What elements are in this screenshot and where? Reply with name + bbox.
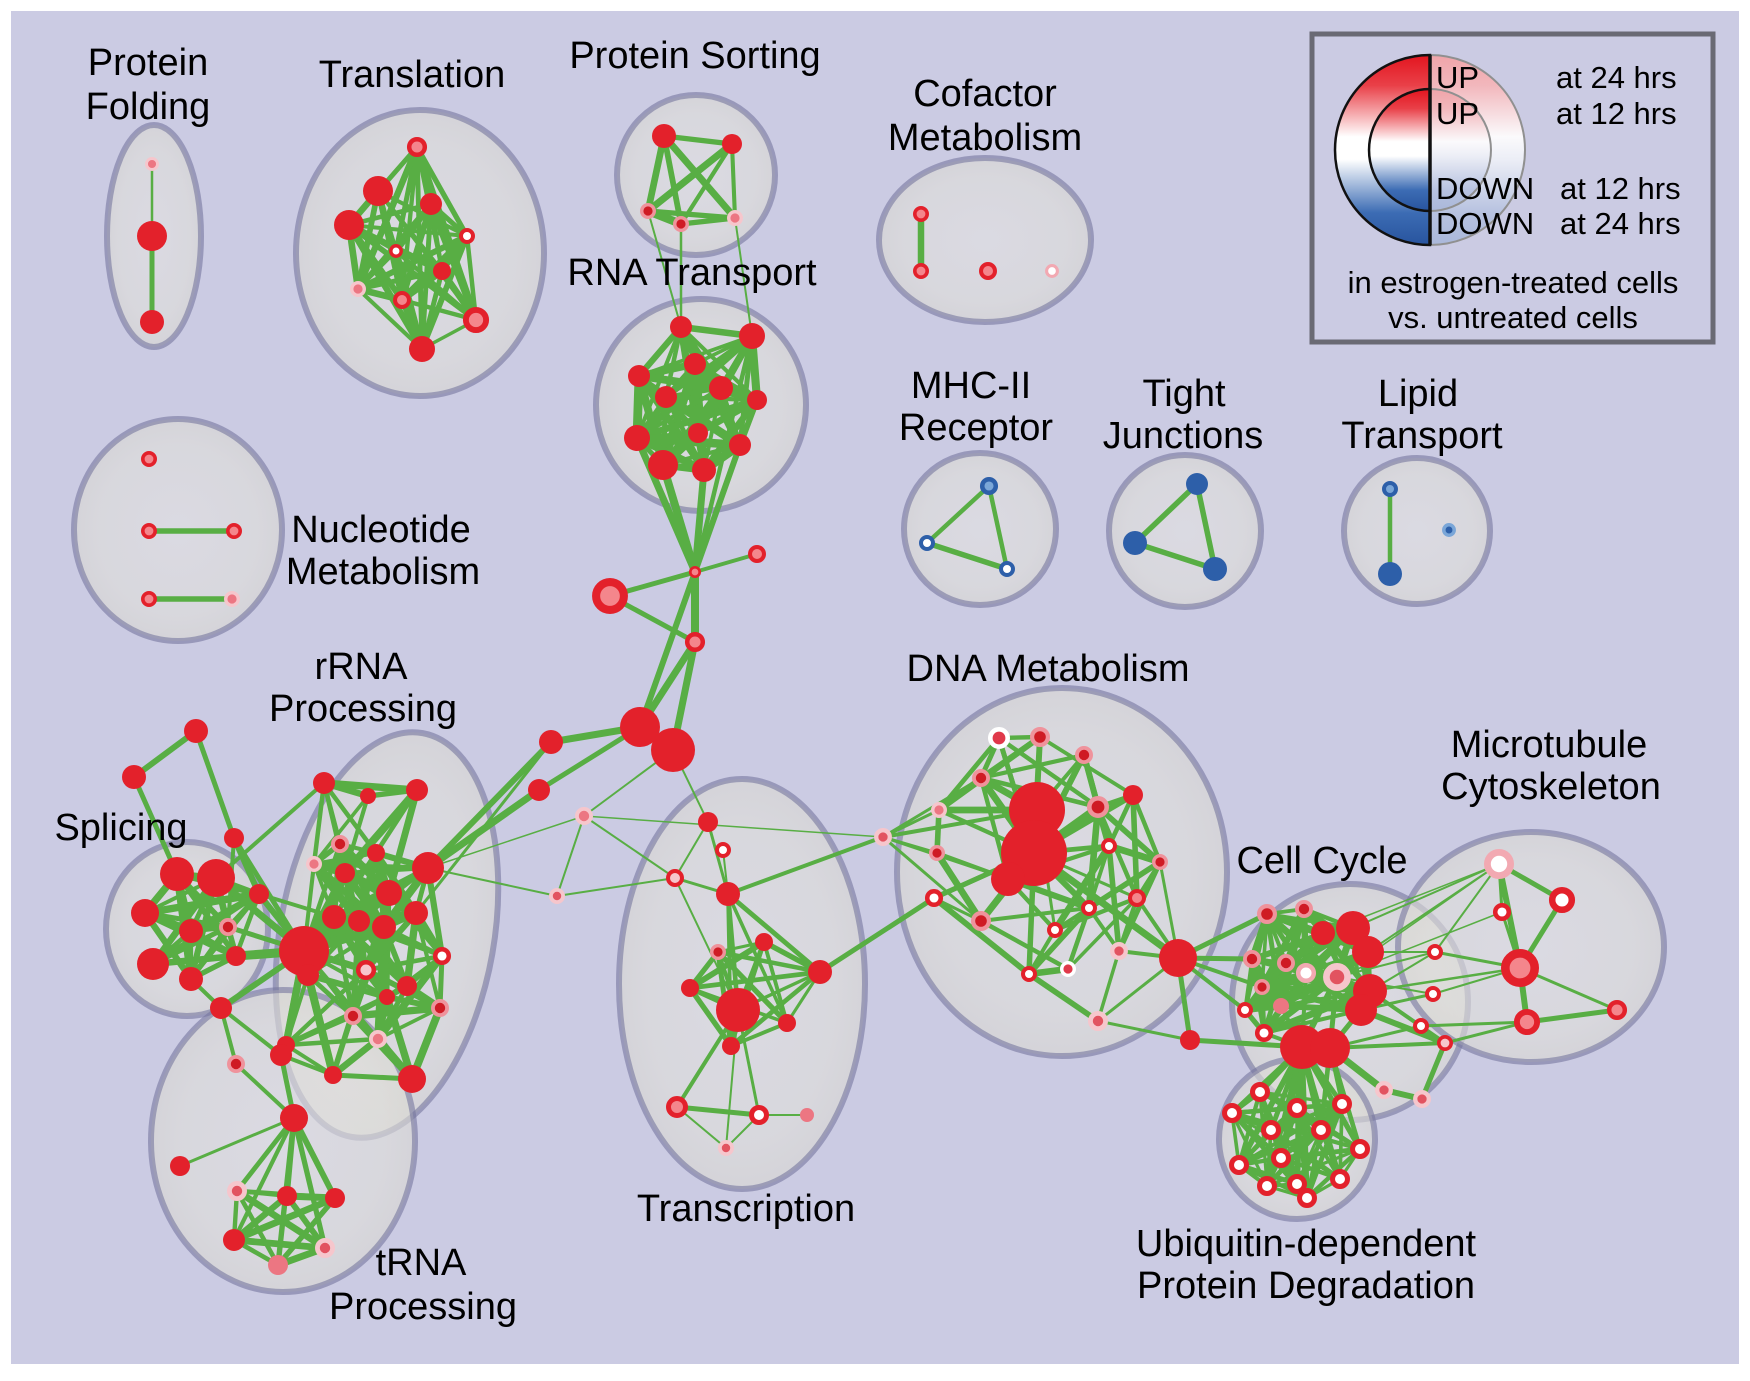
svg-text:Folding: Folding — [86, 86, 211, 128]
svg-text:Transport: Transport — [1341, 415, 1503, 457]
svg-text:Splicing: Splicing — [54, 807, 187, 849]
svg-text:DOWN: DOWN — [1436, 206, 1534, 241]
svg-text:Cytoskeleton: Cytoskeleton — [1441, 766, 1661, 808]
svg-text:Transcription: Transcription — [637, 1188, 855, 1230]
svg-text:RNA Transport: RNA Transport — [567, 252, 817, 294]
svg-text:UP: UP — [1436, 60, 1479, 95]
svg-text:Lipid: Lipid — [1378, 373, 1458, 415]
svg-text:Nucleotide: Nucleotide — [291, 509, 471, 551]
svg-text:Tight: Tight — [1142, 373, 1226, 415]
svg-text:rRNA: rRNA — [315, 646, 409, 688]
svg-text:at 12 hrs: at 12 hrs — [1556, 96, 1677, 131]
svg-text:at 24 hrs: at 24 hrs — [1560, 206, 1681, 241]
svg-text:Translation: Translation — [319, 54, 506, 96]
svg-text:Ubiquitin-dependent: Ubiquitin-dependent — [1136, 1223, 1477, 1265]
svg-text:MHC-II: MHC-II — [911, 365, 1031, 407]
svg-text:Processing: Processing — [329, 1286, 517, 1328]
svg-text:Protein Degradation: Protein Degradation — [1137, 1265, 1475, 1307]
svg-text:Receptor: Receptor — [899, 407, 1054, 449]
svg-text:DOWN: DOWN — [1436, 171, 1534, 206]
svg-text:Junctions: Junctions — [1103, 415, 1264, 457]
svg-text:vs. untreated cells: vs. untreated cells — [1388, 300, 1638, 335]
svg-text:DNA Metabolism: DNA Metabolism — [907, 648, 1190, 690]
svg-text:Protein: Protein — [88, 42, 208, 84]
svg-text:Processing: Processing — [269, 688, 457, 730]
svg-text:at 12 hrs: at 12 hrs — [1560, 171, 1681, 206]
svg-text:Metabolism: Metabolism — [286, 551, 480, 593]
svg-text:Cell Cycle: Cell Cycle — [1236, 840, 1407, 882]
svg-text:UP: UP — [1436, 96, 1479, 131]
svg-text:at 24 hrs: at 24 hrs — [1556, 60, 1677, 95]
svg-text:Protein Sorting: Protein Sorting — [569, 35, 820, 77]
svg-text:tRNA: tRNA — [376, 1242, 467, 1284]
svg-text:in estrogen-treated cells: in estrogen-treated cells — [1348, 265, 1679, 300]
svg-text:Microtubule: Microtubule — [1451, 724, 1647, 766]
svg-text:Metabolism: Metabolism — [888, 117, 1082, 159]
svg-text:Cofactor: Cofactor — [913, 73, 1057, 115]
